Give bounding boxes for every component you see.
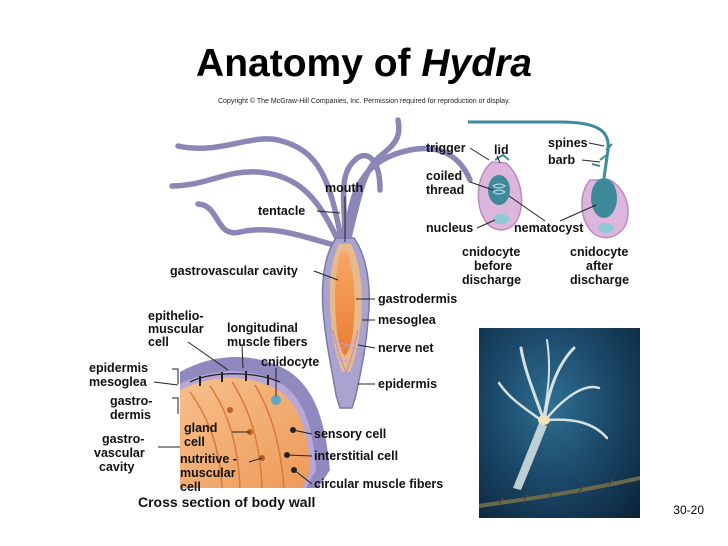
- label-sensory-cell: sensory cell: [314, 427, 386, 441]
- tentacle-2: [175, 136, 345, 246]
- tentacle-6: [195, 201, 340, 249]
- label-cnidocyte-before-2: before: [474, 259, 512, 273]
- tentacle-5: [340, 153, 383, 246]
- slide-number: 30-20: [673, 503, 704, 517]
- label-epithelio-3: cell: [148, 335, 169, 349]
- label-interstitial-cell: interstitial cell: [314, 449, 398, 463]
- gastrovascular-cavity: [335, 252, 355, 356]
- label-cnidocyte-before-1: cnidocyte: [462, 245, 520, 259]
- cnidocyte-before: [477, 153, 523, 231]
- label-longitudinal-1: longitudinal: [227, 321, 298, 335]
- label-gland-2: cell: [184, 435, 205, 449]
- title-prefix: Anatomy of: [196, 42, 422, 85]
- label-spines: spines: [548, 136, 588, 150]
- label-cnidocyte-after-1: cnidocyte: [570, 245, 628, 259]
- tentacle-1: [169, 169, 343, 248]
- label-epithelio-1: epithelio-: [148, 309, 204, 323]
- copyright-notice: Copyright © The McGraw-Hill Companies, I…: [217, 98, 510, 105]
- label-mesoglea: mesoglea: [378, 313, 437, 327]
- label-nutritive-1: nutritive -: [180, 452, 237, 466]
- label-nutritive-3: cell: [180, 480, 201, 494]
- tentacles: [169, 117, 473, 249]
- label-tentacle: tentacle: [258, 204, 305, 218]
- title-italic: Hydra: [421, 42, 532, 85]
- label-lid: lid: [494, 143, 509, 157]
- label-epidermis: epidermis: [378, 377, 437, 391]
- label-cnidocyte-before-3: discharge: [462, 273, 521, 287]
- label-wall-gastrodermis-1: gastro-: [110, 394, 152, 408]
- label-cnidocyte-wall: cnidocyte: [261, 355, 319, 369]
- label-gv-cavity-1: gastro-: [102, 432, 144, 446]
- cross-section-leaders: [153, 341, 313, 485]
- label-trigger: trigger: [426, 141, 466, 155]
- label-cnidocyte-after-3: discharge: [570, 273, 629, 287]
- label-nucleus: nucleus: [426, 221, 473, 235]
- hydra-body: [321, 237, 370, 409]
- label-circular-muscle: circular muscle fibers: [314, 477, 443, 491]
- label-nutritive-2: muscular: [180, 466, 236, 480]
- label-cnidocyte-after-2: after: [586, 259, 613, 273]
- hydra-photo-art: [479, 339, 640, 508]
- cross-section-caption: Cross section of body wall: [138, 494, 315, 510]
- label-wall-gastrodermis-2: dermis: [110, 408, 151, 422]
- label-gastrodermis: gastrodermis: [378, 292, 457, 306]
- label-gv-cavity-3: cavity: [99, 460, 134, 474]
- label-gv-cavity-2: vascular: [94, 446, 145, 460]
- label-wall-mesoglea: mesoglea: [89, 375, 148, 389]
- cnidocyte-after: [468, 120, 629, 239]
- page-title: Anatomy of Hydra: [0, 42, 728, 86]
- label-mouth: mouth: [325, 181, 363, 195]
- hydra-photo: [479, 328, 640, 518]
- label-nerve-net: nerve net: [378, 341, 434, 355]
- body-leaders: [313, 196, 376, 385]
- tentacle-4: [345, 117, 402, 245]
- wall-gastrodermis-layer: [180, 378, 310, 488]
- body-wall-cross-section: [180, 357, 330, 489]
- label-gastrovascular-cavity: gastrovascular cavity: [170, 264, 298, 278]
- label-thread: thread: [426, 183, 464, 197]
- label-gland-1: gland: [184, 421, 217, 435]
- tentacle-3: [343, 145, 473, 245]
- label-wall-epidermis: epidermis: [89, 361, 148, 375]
- label-barb: barb: [548, 153, 575, 167]
- cnidocyte-leaders: [469, 142, 605, 229]
- label-nematocyst: nematocyst: [514, 221, 584, 235]
- label-coiled: coiled: [426, 169, 462, 183]
- label-longitudinal-2: muscle fibers: [227, 335, 308, 349]
- label-epithelio-2: muscular: [148, 322, 204, 336]
